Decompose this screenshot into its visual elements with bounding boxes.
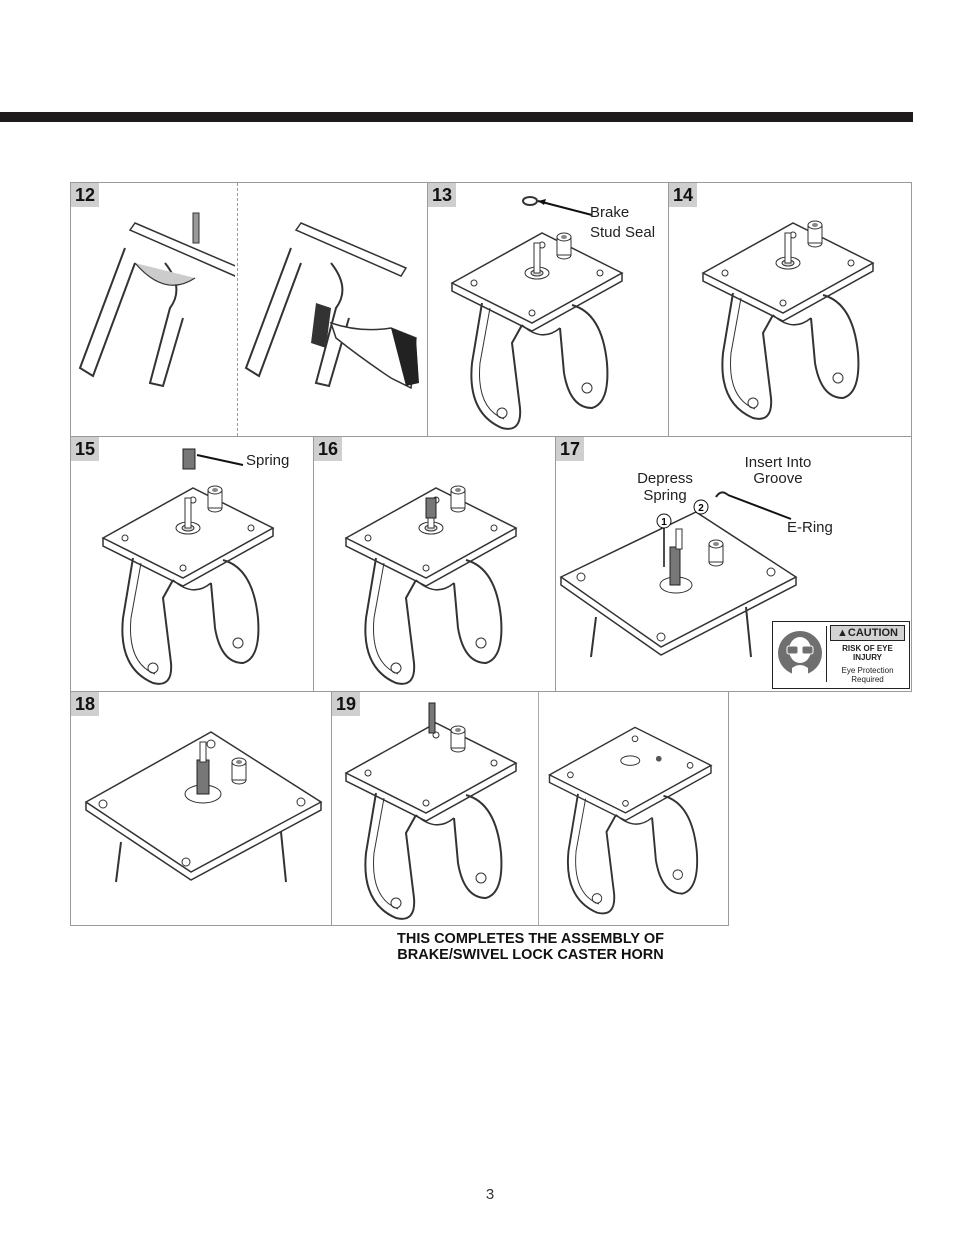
- label-depress: Depress: [637, 470, 693, 487]
- label-insert-into: Insert Into: [744, 454, 812, 471]
- caution-title: CAUTION: [847, 627, 898, 639]
- label-spring: Spring: [246, 452, 290, 469]
- step-15-panel: 15 Spring: [70, 436, 314, 692]
- caution-note-1: Eye Protection: [841, 666, 894, 675]
- step-12-illustration-left: [78, 212, 235, 388]
- step-12-illustration-right: [244, 222, 419, 390]
- label-e-ring: E-Ring: [787, 519, 833, 536]
- instruction-grid: 12 13 Brake Stud Seal: [70, 182, 912, 926]
- step-number: 14: [669, 183, 697, 207]
- step-14-panel: 14: [668, 182, 912, 437]
- step-number: 18: [71, 692, 99, 716]
- label-depress-spring: Spring: [643, 487, 687, 504]
- step-19-illustration-left: [345, 702, 517, 920]
- step-17-illustration: 1 2: [559, 491, 798, 658]
- step-19-panel: 19: [331, 691, 729, 926]
- step-15-illustration: [102, 448, 274, 685]
- caution-risk-1: RISK OF EYE: [842, 644, 893, 653]
- panel-divider: [237, 183, 238, 436]
- step-number: 15: [71, 437, 99, 461]
- step-19-illustration-right: [548, 726, 712, 915]
- step-18-illustration: [84, 731, 323, 883]
- step-13-panel: 13 Brake Stud Seal: [427, 182, 669, 437]
- header-rule: [0, 112, 913, 122]
- step-number: 13: [428, 183, 456, 207]
- callout-1: 1: [661, 517, 667, 528]
- caution-risk-2: INJURY: [852, 653, 883, 662]
- completion-line-1: THIS COMPLETES THE ASSEMBLY OF: [397, 931, 664, 947]
- step-17-panel: 17 1 2 Depress Spring Insert Into Groove…: [555, 436, 912, 692]
- step-number: 16: [314, 437, 342, 461]
- panel-divider: [538, 692, 539, 925]
- label-groove: Groove: [753, 470, 803, 487]
- caution-note-2: Required: [851, 675, 884, 684]
- caution-header: ▲CAUTION: [830, 625, 905, 641]
- step-number: 12: [71, 183, 99, 207]
- warning-triangle-icon: ▲: [837, 627, 848, 639]
- step-12-panel: 12: [70, 182, 428, 437]
- step-16-panel: 16: [313, 436, 556, 692]
- caution-label: ▲CAUTION RISK OF EYE INJURY Eye Protecti…: [772, 621, 910, 689]
- step-16-illustration: [345, 485, 517, 685]
- completion-line-2: BRAKE/SWIVEL LOCK CASTER HORN: [397, 947, 664, 963]
- completion-note: THIS COMPLETES THE ASSEMBLY OF BRAKE/SWI…: [387, 931, 674, 963]
- step-18-panel: 18: [70, 691, 332, 926]
- label-stud-seal: Stud Seal: [590, 224, 656, 241]
- label-brake: Brake: [590, 204, 630, 221]
- step-number: 17: [556, 437, 584, 461]
- step-13-illustration: [451, 196, 623, 430]
- step-number: 19: [332, 692, 360, 716]
- step-14-illustration: [702, 220, 874, 420]
- eye-protection-icon: [776, 626, 827, 682]
- page-number: 3: [485, 1186, 495, 1203]
- callout-2: 2: [698, 503, 704, 514]
